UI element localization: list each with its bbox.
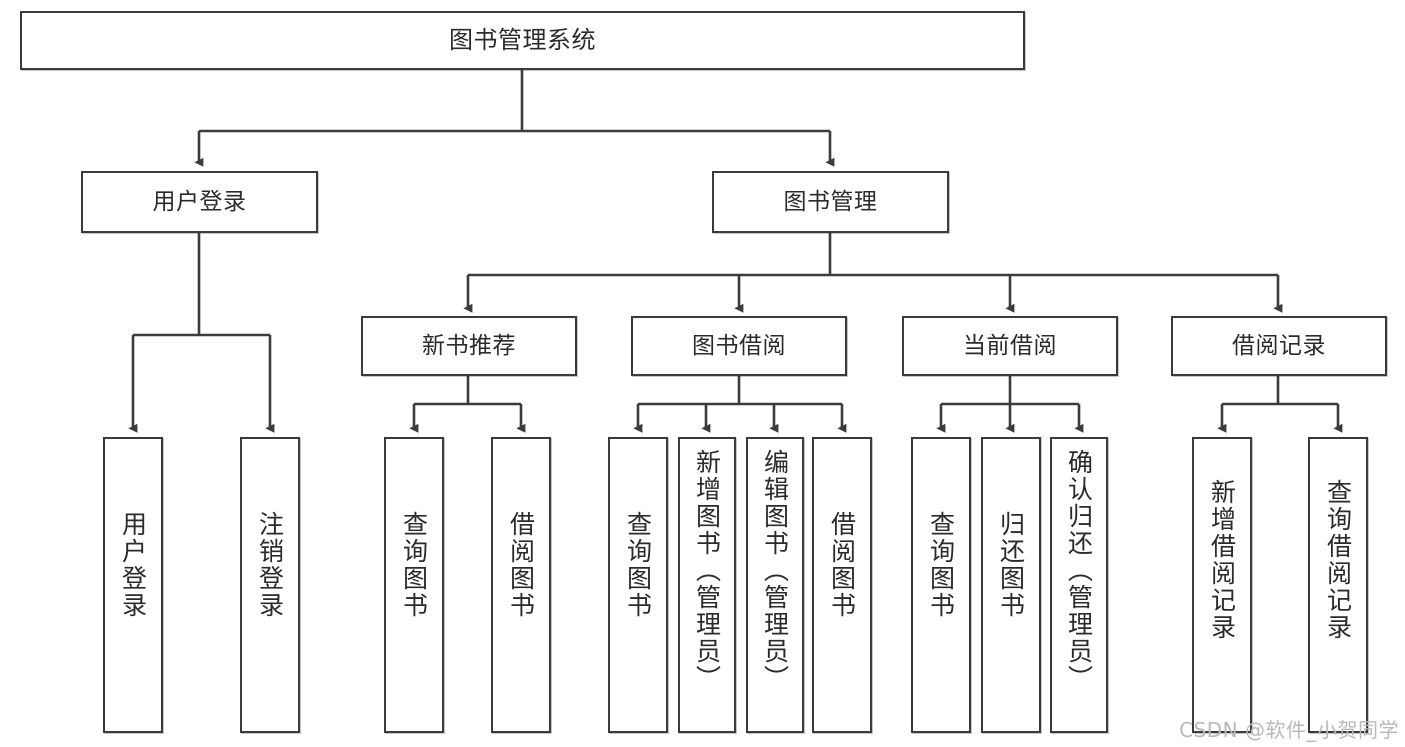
node-label: 注销登录: [255, 511, 285, 619]
node-root-book-management-system[interactable]: 图书管理系统: [20, 11, 1025, 70]
leaf-book-borrow-edit-book-admin[interactable]: 编辑图书（管理员）: [746, 437, 804, 733]
node-label: 归还图书: [996, 511, 1026, 619]
node-label: 当前借阅: [963, 332, 1057, 359]
node-label: 新增借阅记录: [1207, 479, 1237, 641]
leaf-borrow-record-add-record[interactable]: 新增借阅记录: [1192, 437, 1252, 733]
node-label: 用户登录: [152, 188, 247, 215]
node-book-borrow[interactable]: 图书借阅: [631, 316, 847, 376]
leaf-book-borrow-borrow-book[interactable]: 借阅图书: [812, 437, 872, 733]
leaf-user-login-logout[interactable]: 注销登录: [240, 437, 300, 733]
leaf-book-borrow-add-book-admin[interactable]: 新增图书（管理员）: [678, 437, 736, 733]
leaf-current-borrow-confirm-return-admin[interactable]: 确认归还（管理员）: [1050, 437, 1108, 733]
leaf-current-borrow-query-book[interactable]: 查询图书: [911, 437, 971, 733]
node-user-login[interactable]: 用户登录: [81, 171, 318, 233]
leaf-borrow-record-query-record[interactable]: 查询借阅记录: [1308, 437, 1368, 733]
node-label: 借阅图书: [827, 511, 857, 619]
node-current-borrow[interactable]: 当前借阅: [902, 316, 1118, 376]
leaf-new-book-query-book[interactable]: 查询图书: [384, 437, 444, 733]
node-borrow-record[interactable]: 借阅记录: [1171, 316, 1387, 376]
node-label: 借阅记录: [1232, 332, 1326, 359]
node-label: 用户登录: [118, 511, 148, 619]
node-label: 图书管理系统: [449, 25, 596, 54]
node-label: 查询图书: [623, 511, 653, 619]
leaf-book-borrow-query-book[interactable]: 查询图书: [608, 437, 668, 733]
node-new-book-recommend[interactable]: 新书推荐: [361, 316, 577, 376]
leaf-user-login-login[interactable]: 用户登录: [103, 437, 163, 733]
node-label: 新书推荐: [422, 332, 516, 359]
node-label: 编辑图书（管理员）: [760, 449, 790, 692]
node-label: 查询图书: [399, 511, 429, 619]
leaf-new-book-borrow-book[interactable]: 借阅图书: [491, 437, 551, 733]
node-label: 新增图书（管理员）: [692, 449, 722, 692]
node-book-management[interactable]: 图书管理: [712, 171, 949, 233]
csdn-watermark: CSDN @软件_小贺同学: [1179, 718, 1399, 742]
node-label: 查询借阅记录: [1323, 479, 1353, 641]
node-label: 确认归还（管理员）: [1064, 449, 1094, 692]
node-label: 借阅图书: [506, 511, 536, 619]
leaf-current-borrow-return-book[interactable]: 归还图书: [981, 437, 1041, 733]
node-label: 图书借阅: [692, 332, 786, 359]
node-label: 图书管理: [783, 188, 878, 215]
node-label: 查询图书: [926, 511, 956, 619]
